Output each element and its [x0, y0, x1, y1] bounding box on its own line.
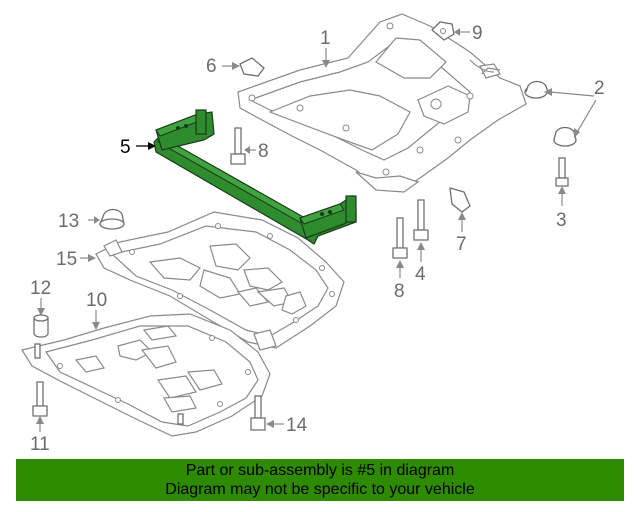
part-12-stud[interactable] [33, 314, 49, 338]
part-10-lower-shield[interactable] [21, 313, 271, 437]
part-5-crossmember-bar[interactable] [153, 109, 357, 245]
callout-4[interactable]: 4 [415, 264, 426, 285]
part-2-bushing[interactable] [524, 80, 577, 147]
callout-3[interactable]: 3 [556, 210, 567, 231]
banner-line-2: Diagram may not be specific to your vehi… [165, 481, 475, 498]
part-9-nut[interactable] [431, 21, 455, 41]
callout-14[interactable]: 14 [286, 415, 308, 436]
part-6-bracket[interactable] [239, 57, 265, 77]
part-8-bolt-upper[interactable] [230, 127, 246, 165]
part-14-bolt[interactable] [250, 395, 266, 431]
callout-15[interactable]: 15 [56, 249, 77, 270]
callout-10[interactable]: 10 [86, 290, 107, 311]
callout-9[interactable]: 9 [472, 23, 483, 44]
info-banner: Part or sub-assembly is #5 in diagram Di… [16, 459, 624, 501]
part-13-nut[interactable] [99, 208, 125, 230]
banner-line-1: Part or sub-assembly is #5 in diagram [185, 462, 455, 479]
callout-11[interactable]: 11 [30, 434, 50, 455]
callout-8-upper[interactable]: 8 [258, 141, 269, 162]
part-4-bolt[interactable] [413, 199, 429, 241]
callout-13[interactable]: 13 [58, 211, 79, 232]
leaders [36, 28, 597, 432]
callouts: 1 2 3 4 5 6 7 8 8 9 10 11 12 13 14 15 [30, 23, 605, 455]
part-8-bolt-lower[interactable] [392, 217, 408, 259]
part-15-upper-shield[interactable] [95, 211, 345, 351]
callout-7[interactable]: 7 [456, 234, 467, 255]
callout-12[interactable]: 12 [30, 278, 51, 299]
callout-2[interactable]: 2 [594, 78, 605, 99]
part-1-subframe[interactable] [237, 13, 527, 193]
callout-8-lower[interactable]: 8 [394, 281, 405, 302]
part-11-bolt[interactable] [32, 381, 48, 417]
part-3-bolt[interactable] [555, 157, 569, 187]
callout-1[interactable]: 1 [320, 28, 331, 49]
callout-5[interactable]: 5 [120, 137, 131, 158]
callout-6[interactable]: 6 [206, 56, 217, 77]
part-7-bracket[interactable] [449, 187, 471, 213]
